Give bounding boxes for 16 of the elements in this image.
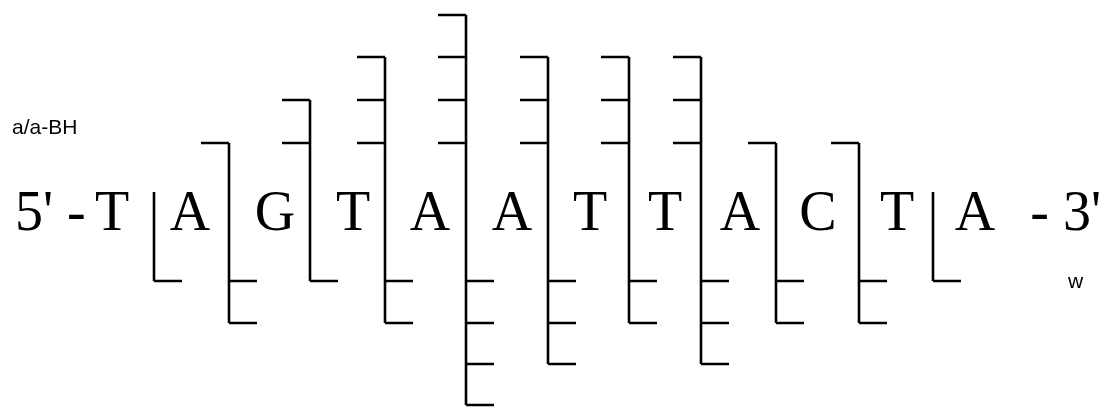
nucleotide-letter: A [954, 183, 996, 239]
nucleotide-letter: G [254, 183, 296, 239]
strand-end-label: 5' - [15, 183, 86, 239]
nucleotide-letter: T [572, 183, 608, 239]
nucleotide-letter: A [491, 183, 533, 239]
annotation-label: w [1068, 270, 1084, 291]
nucleotide-letter: A [719, 183, 761, 239]
strand-end-label: - 3' [1030, 183, 1101, 239]
nucleotide-letter: T [94, 183, 130, 239]
nucleotide-letter: C [799, 183, 837, 239]
nucleotide-letter: T [335, 183, 371, 239]
nucleotide-letter: A [409, 183, 451, 239]
annotation-label: a/a-BH [12, 116, 78, 137]
nucleotide-letter: T [647, 183, 683, 239]
nucleotide-letter: A [169, 183, 211, 239]
nucleotide-letter: T [879, 183, 915, 239]
